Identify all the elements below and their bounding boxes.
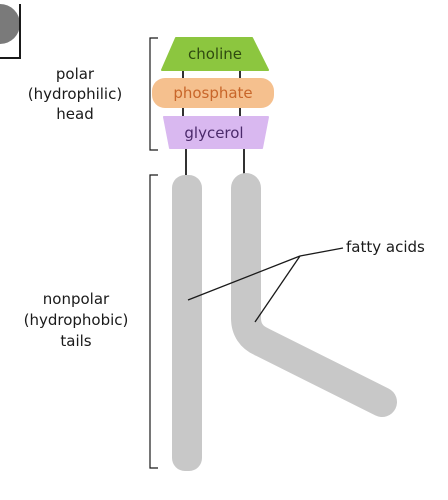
polar-label-line1: polar: [56, 65, 95, 83]
glycerol-shape: [163, 116, 269, 149]
tail-bracket: [149, 174, 158, 469]
glycerol-group: glycerol: [163, 116, 269, 149]
head-bracket: [149, 37, 158, 151]
choline-label: choline: [188, 45, 242, 63]
nonpolar-tails-label: nonpolar (hydrophobic) tails: [24, 290, 129, 350]
choline-group: choline: [161, 37, 269, 71]
glycerol-label: glycerol: [184, 124, 243, 142]
corner-icon: [0, 4, 21, 59]
nonpolar-label-line2: (hydrophobic): [24, 311, 129, 329]
kinked-tail: [231, 173, 397, 417]
polar-label-line3: head: [56, 105, 93, 123]
phosphate-shape: [152, 78, 274, 108]
fatty-acids-callout: fatty acids: [187, 238, 425, 323]
nonpolar-label-line3: tails: [60, 332, 91, 350]
fatty-acids-label: fatty acids: [346, 238, 425, 256]
choline-shape: [161, 37, 269, 71]
straight-tail: [172, 175, 202, 471]
polar-head-label: polar (hydrophilic) head: [28, 65, 122, 123]
phosphate-group: phosphate: [152, 78, 274, 108]
head-connectors: [182, 70, 245, 178]
polar-label-line2: (hydrophilic): [28, 85, 122, 103]
phosphate-label: phosphate: [173, 84, 252, 102]
nonpolar-label-line1: nonpolar: [43, 290, 110, 308]
